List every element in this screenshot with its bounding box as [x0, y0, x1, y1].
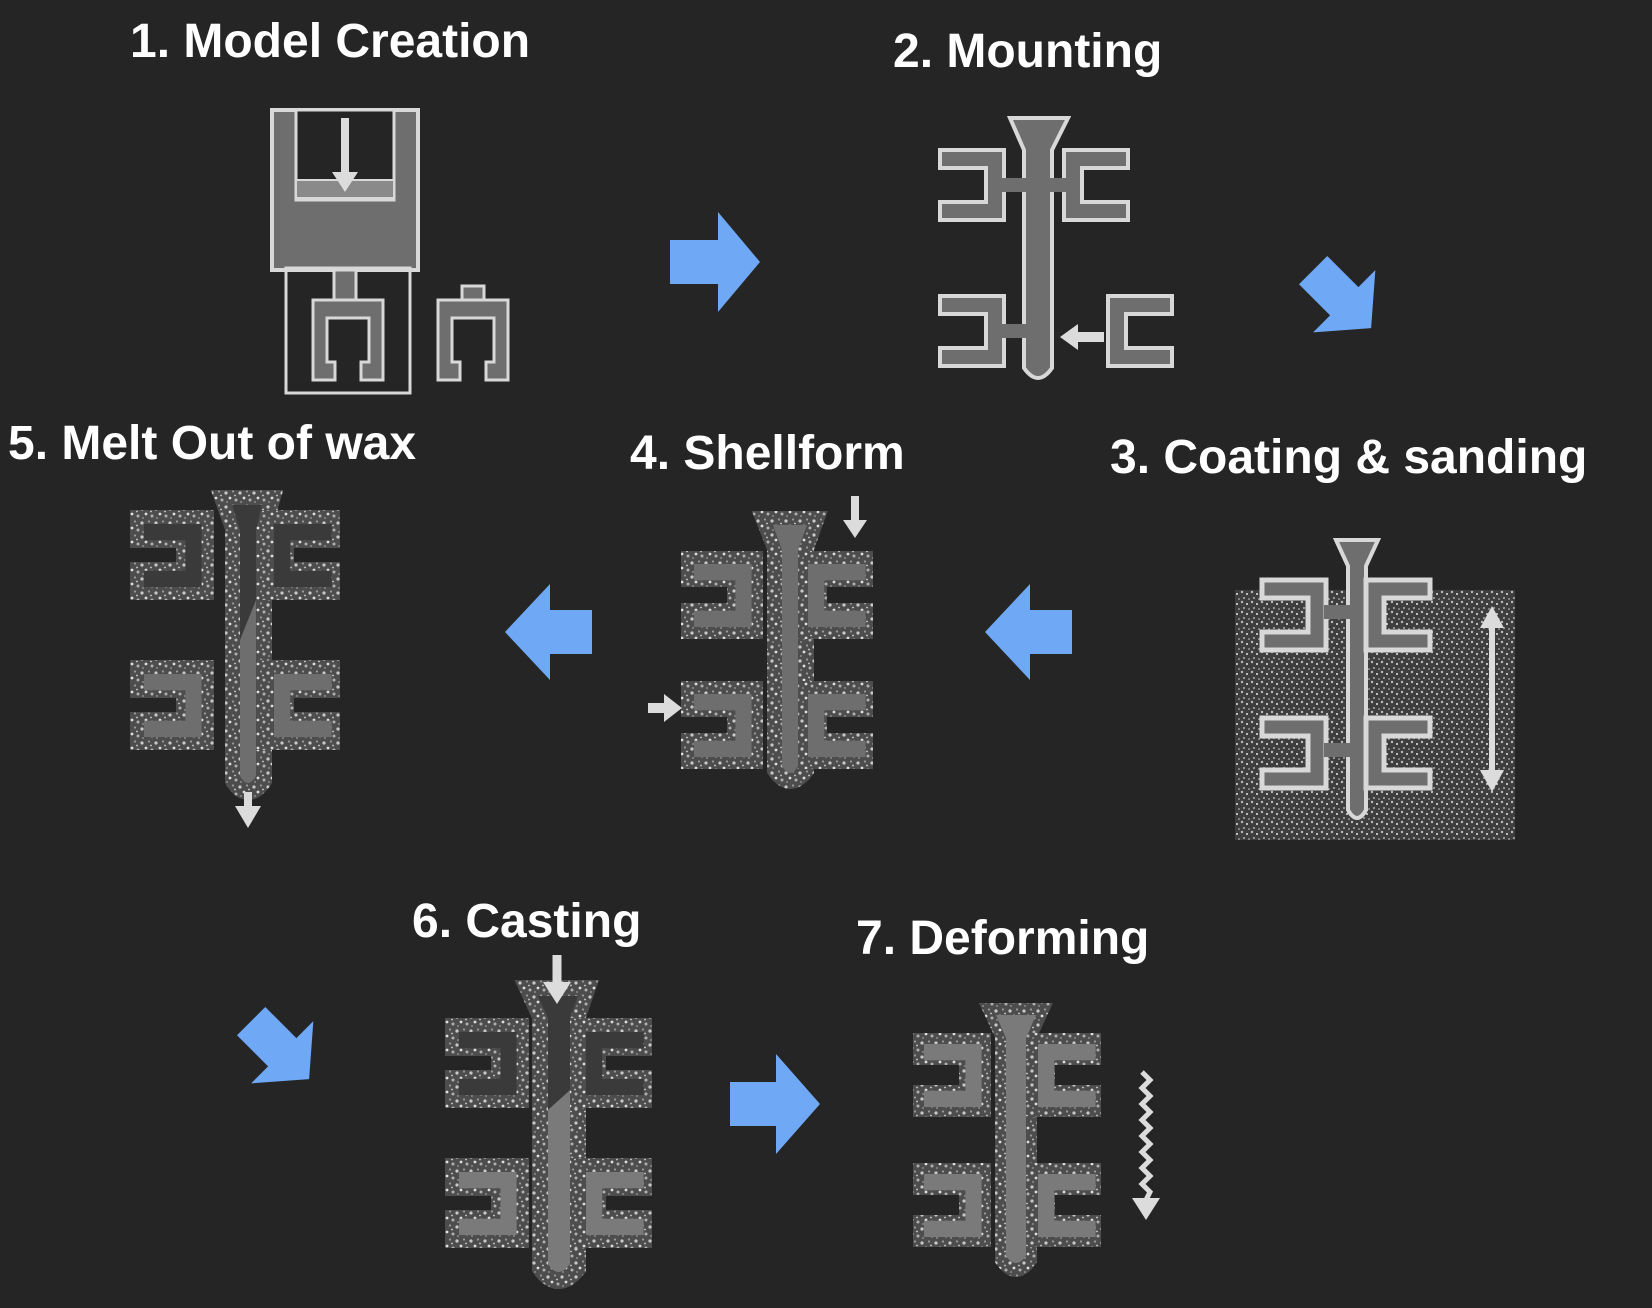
down-arrow-icon — [1480, 770, 1504, 792]
wax-pattern-in-die — [311, 298, 385, 382]
up-arrow-icon — [1480, 606, 1504, 628]
pour-arrow-icon — [543, 982, 571, 1004]
vibration-arrow-shaft — [1138, 1070, 1154, 1202]
shellform-illustration — [648, 496, 867, 789]
step-4-title: 4. Shellform — [630, 427, 905, 480]
flow-arrow-4-to-5 — [505, 584, 592, 680]
deforming-illustration — [920, 1003, 1160, 1277]
finished-wax-pattern — [436, 284, 510, 382]
mounting-illustration — [938, 116, 1174, 380]
drain-arrow-icon — [235, 806, 261, 828]
flow-arrow-1-to-2 — [670, 212, 760, 312]
vibration-arrow-icon — [1132, 1198, 1160, 1220]
flow-arrow-5-to-6 — [236, 1006, 314, 1084]
step-1-title: 1. Model Creation — [130, 15, 531, 68]
dip-arrow-icon — [843, 520, 867, 538]
coating-sanding-illustration — [1235, 538, 1515, 840]
mount-arrow-icon — [1060, 324, 1078, 350]
step-3-title: 3. Coating & sanding — [1110, 431, 1588, 484]
model-creation-illustration — [270, 108, 510, 395]
step-7-title: 7. Deforming — [856, 912, 1150, 965]
flow-arrow-3-to-4 — [985, 584, 1072, 680]
attaching-wax-pattern — [1106, 294, 1174, 368]
casting-illustration — [455, 955, 644, 1289]
step-5-title: 5. Melt Out of wax — [8, 417, 417, 470]
step-2-title: 2. Mounting — [893, 25, 1163, 78]
melt-out-illustration — [140, 490, 332, 828]
flow-arrow-2-to-3 — [1298, 255, 1376, 333]
wax-tree-sprue — [1006, 116, 1072, 380]
coat-arrow-icon — [664, 694, 682, 722]
flow-arrows — [236, 212, 1376, 1154]
flow-arrow-6-to-7 — [730, 1054, 820, 1154]
die-sprue — [332, 268, 358, 302]
die-cavity-frame — [284, 266, 412, 395]
step-6-title: 6. Casting — [412, 895, 642, 948]
